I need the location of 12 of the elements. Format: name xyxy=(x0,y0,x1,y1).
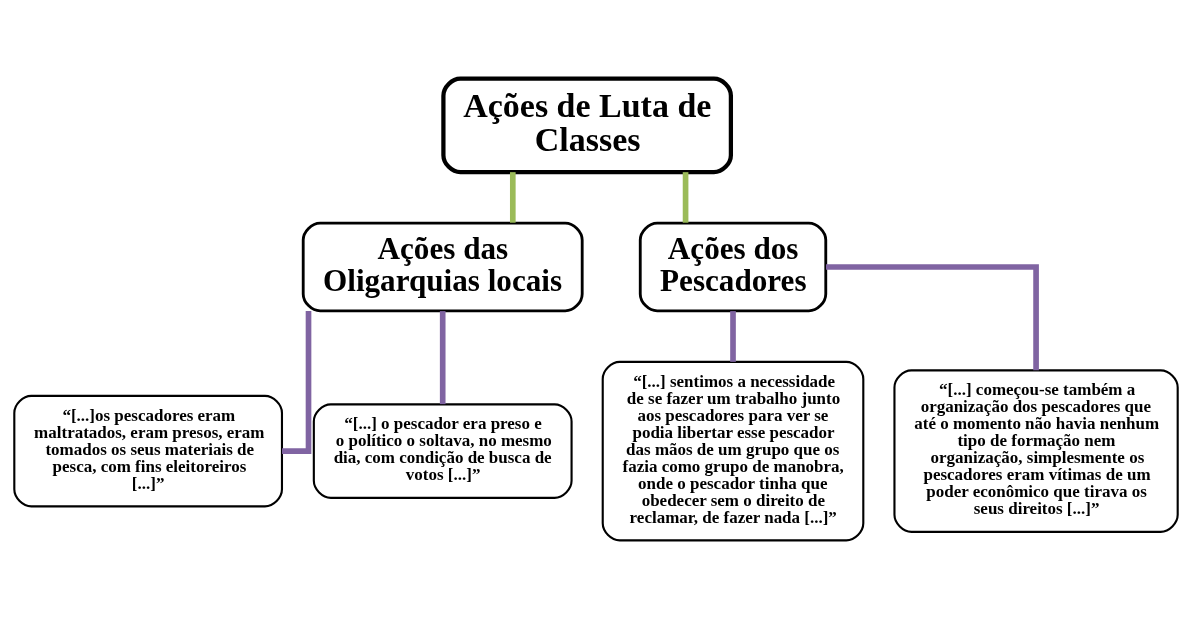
connector xyxy=(730,310,736,362)
connector xyxy=(439,310,446,404)
node-box: Ações das Oligarquias locais xyxy=(301,221,584,312)
node-box: “[...] sentimos a necessidade de se fazer um trabalho junto aos pescadores para ver se podia libertar esse pescador das mãos de um grupo que os fazia como grupo de manobra, onde o pescador tinha que obedecer sem o direito de reclamar, de fazer nada [...]” xyxy=(601,360,865,541)
connector xyxy=(682,171,689,223)
node-box: “[...]os pescadores eram maltratados, eram presos, eram tomados os seus materiais de pesca, com fins eleitoreiros [...]” xyxy=(13,394,283,507)
node-box: “[...] começou-se também a organização dos pescadores que até o momento não havia nenhum tipo de formação nem organização, simplesmente os pescadores eram vítimas de um poder econômico que tirava os seus direitos [...]” xyxy=(893,368,1179,533)
connector xyxy=(826,263,1039,370)
node-box: “[...] o pescador era preso e o político o soltava, no mesmo dia, com condição de busca de votos [...]” xyxy=(312,402,573,499)
node-box: Ações dos Pescadores xyxy=(638,221,828,312)
connector xyxy=(509,171,516,223)
node-box: Ações de Luta de Classes xyxy=(441,76,733,174)
